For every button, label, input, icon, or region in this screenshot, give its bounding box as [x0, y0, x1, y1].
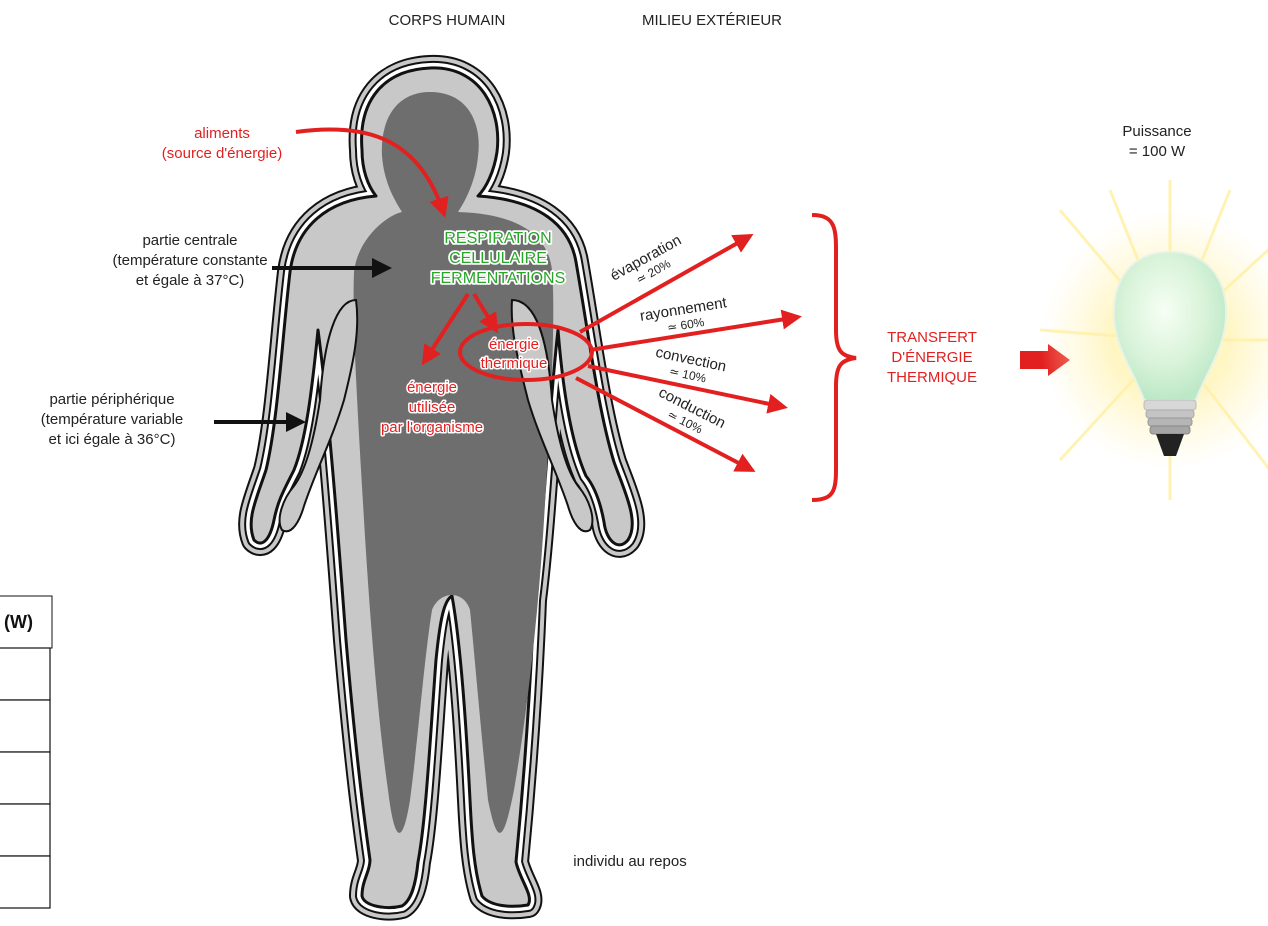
- respiration-label-line1: RESPIRATION: [444, 230, 551, 247]
- respiration-label-line2: CELLULAIRE: [449, 250, 547, 267]
- central-label-line2: (température constante: [112, 252, 267, 269]
- used-energy-line2: utilisée: [409, 399, 456, 416]
- power-label-line2: = 100 W: [1129, 143, 1186, 160]
- table-row: [0, 700, 50, 752]
- human-body: [251, 68, 632, 908]
- peripheral-label-line2: (température variable: [41, 411, 184, 428]
- central-label-line1: partie centrale: [142, 232, 237, 249]
- thermal-energy-line1: énergie: [489, 336, 539, 353]
- table-row: [0, 648, 50, 700]
- food-label-line2: (source d'énergie): [162, 145, 282, 162]
- table-row: [0, 752, 50, 804]
- transfer-label-line1: TRANSFERT: [887, 329, 977, 346]
- used-energy-line1: énergie: [407, 379, 457, 396]
- peripheral-label-line3: et ici égale à 36°C): [49, 431, 176, 448]
- milieu-exterieur-header: MILIEU EXTÉRIEUR: [642, 12, 782, 29]
- thermal-energy-line2: thermique: [481, 355, 548, 372]
- transfer-label-line2: D'ÉNERGIE: [891, 349, 972, 366]
- power-label-line1: Puissance: [1122, 123, 1191, 140]
- peripheral-label-line1: partie périphérique: [49, 391, 174, 408]
- light-bulb-icon: [1040, 180, 1268, 500]
- corps-humain-header: CORPS HUMAIN: [389, 12, 506, 29]
- table-row: [0, 856, 50, 908]
- rest-label: individu au repos: [573, 853, 686, 870]
- table-header: (W): [4, 612, 33, 632]
- used-energy-line3: par l'organisme: [381, 419, 483, 436]
- partial-table: (W): [0, 596, 52, 908]
- food-label-line1: aliments: [194, 125, 250, 142]
- respiration-label-line3: FERMENTATIONS: [431, 270, 566, 287]
- table-row: [0, 804, 50, 856]
- central-label-line3: et égale à 37°C): [136, 272, 245, 289]
- transfer-label-line3: THERMIQUE: [887, 369, 977, 386]
- curly-brace: [812, 215, 856, 500]
